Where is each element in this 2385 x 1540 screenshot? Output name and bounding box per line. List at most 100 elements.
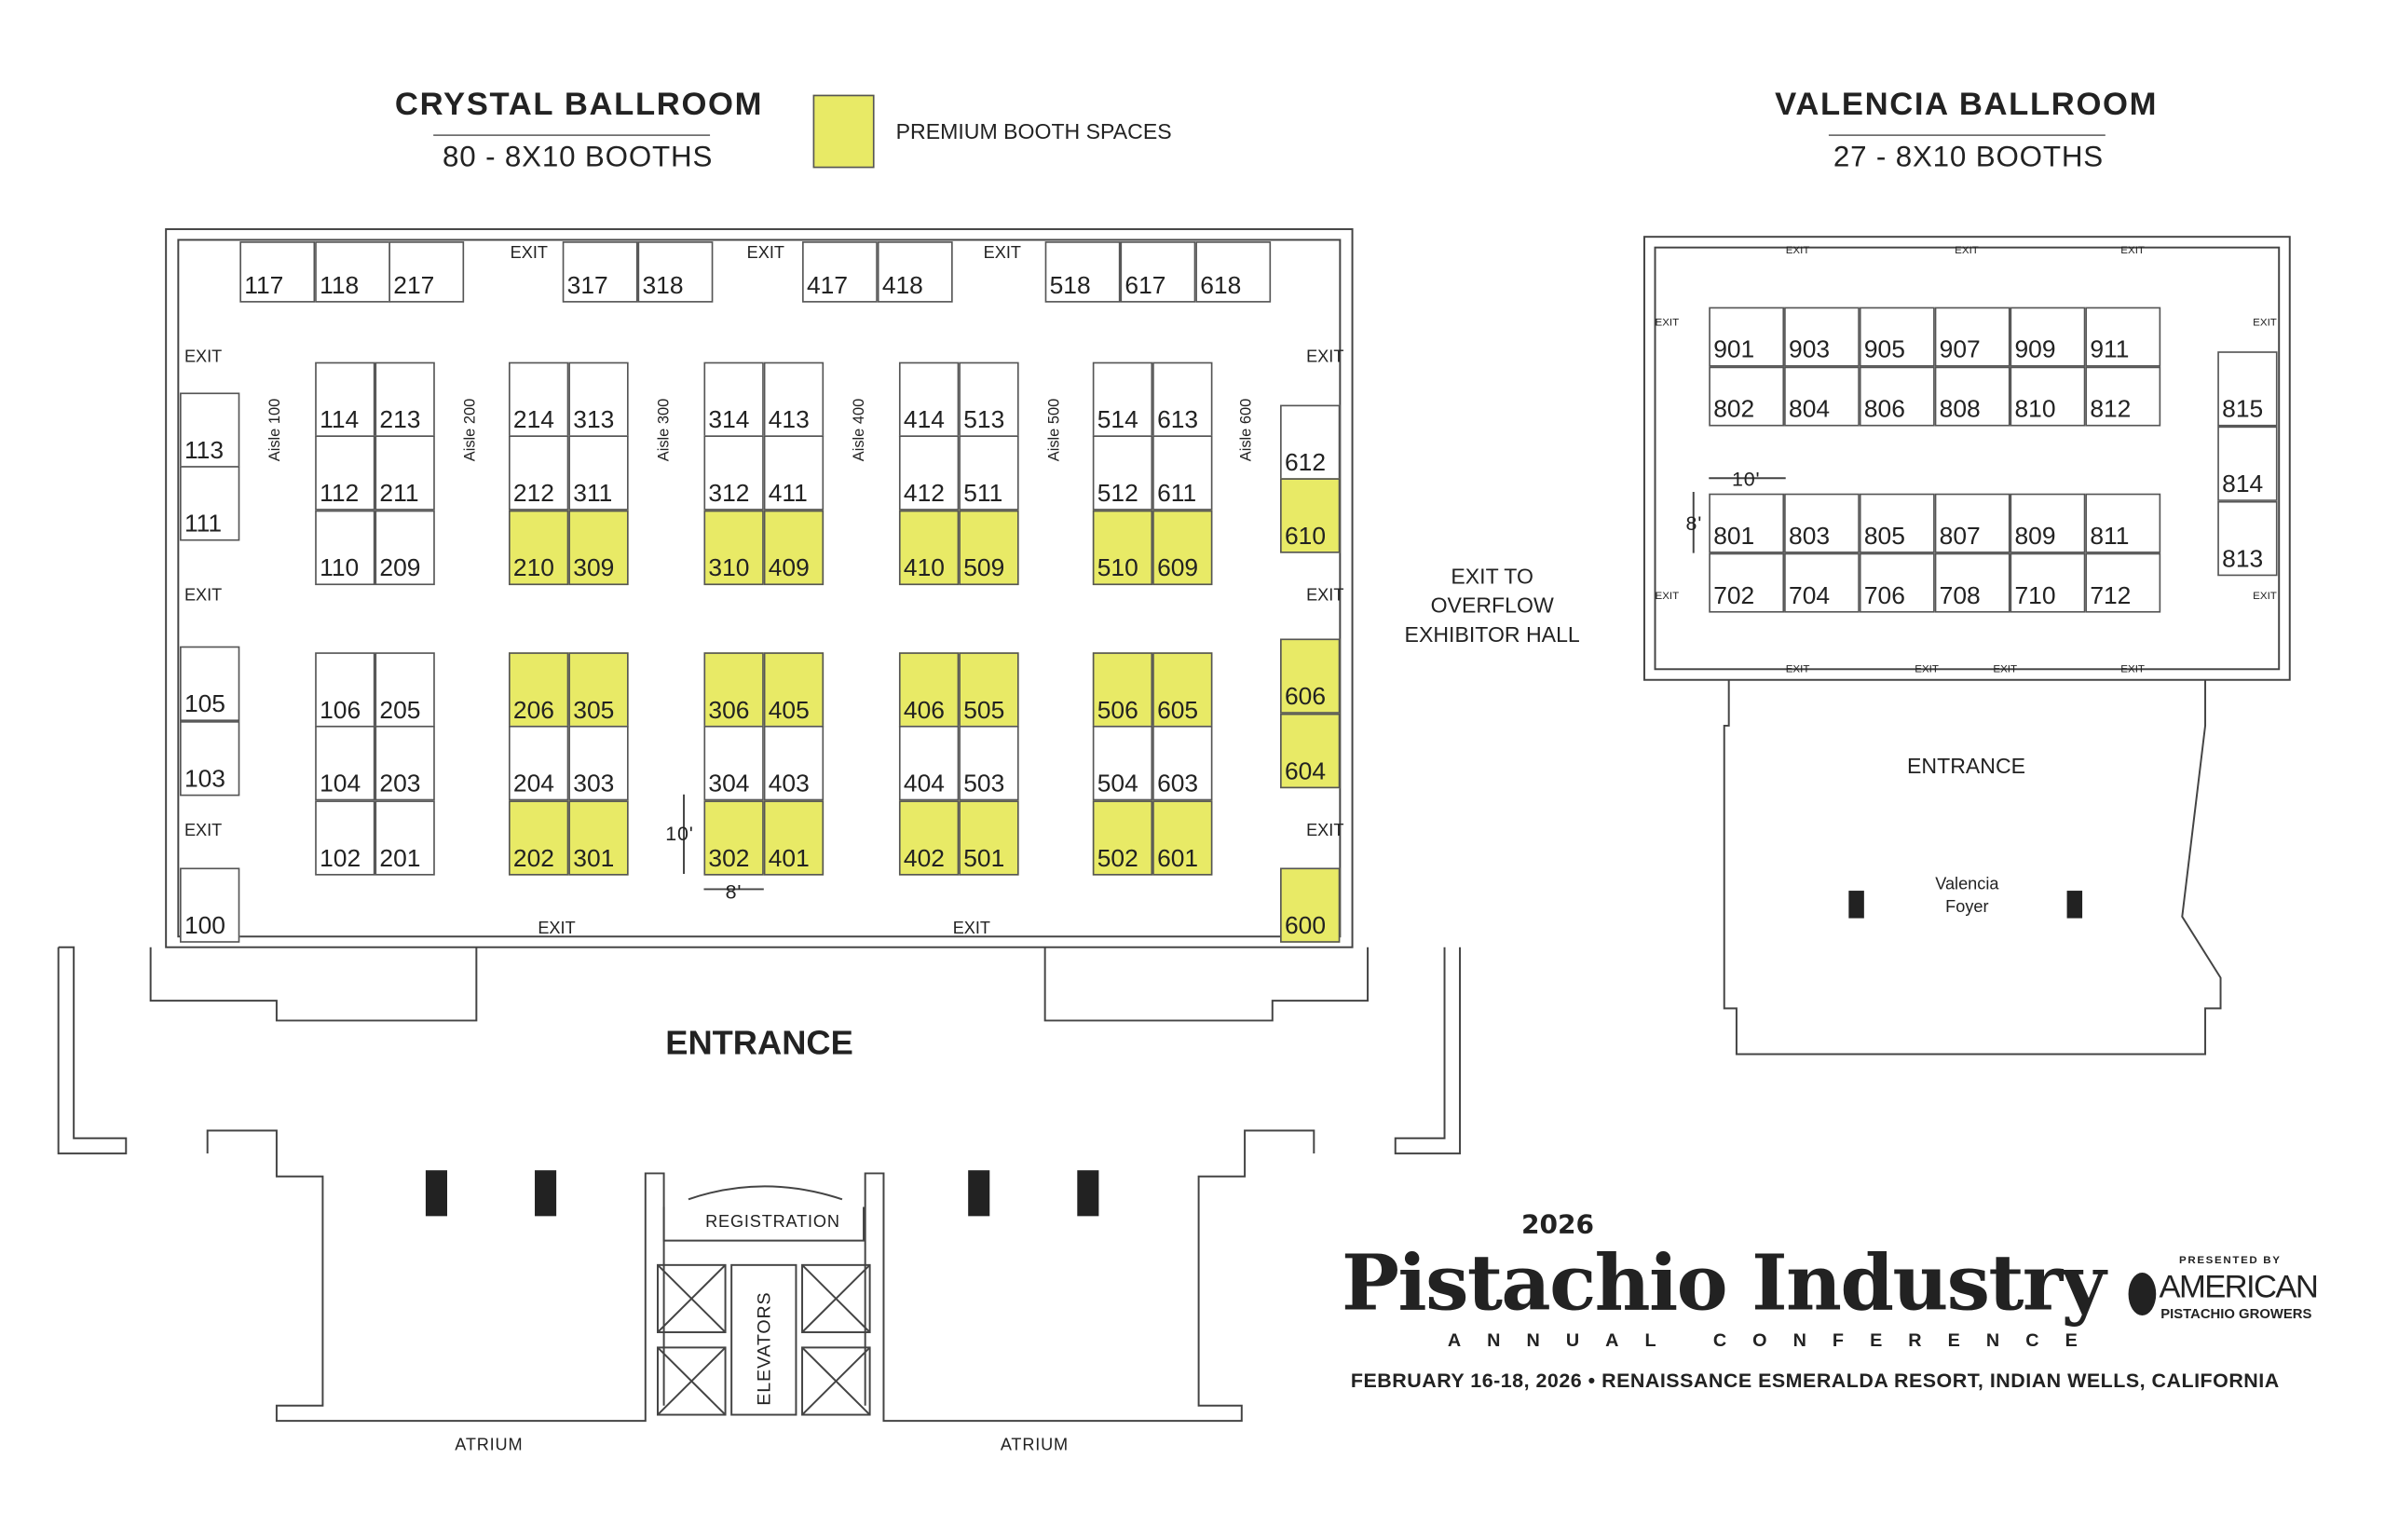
booth-801[interactable]: 801 bbox=[1709, 493, 1785, 553]
booth-309[interactable]: 309 bbox=[568, 510, 629, 586]
booth-600[interactable]: 600 bbox=[1280, 867, 1341, 943]
booth-618[interactable]: 618 bbox=[1195, 241, 1272, 303]
booth-601[interactable]: 601 bbox=[1152, 800, 1213, 876]
booth-502[interactable]: 502 bbox=[1092, 800, 1153, 876]
booth-113[interactable]: 113 bbox=[179, 392, 240, 468]
booth-706[interactable]: 706 bbox=[1859, 552, 1935, 613]
booth-118[interactable]: 118 bbox=[315, 241, 390, 303]
booth-305[interactable]: 305 bbox=[568, 652, 629, 728]
booth-604[interactable]: 604 bbox=[1280, 713, 1341, 789]
booth-213[interactable]: 213 bbox=[375, 361, 435, 438]
booth-209[interactable]: 209 bbox=[375, 510, 435, 586]
booth-710[interactable]: 710 bbox=[2010, 552, 2086, 613]
booth-509[interactable]: 509 bbox=[959, 510, 1019, 586]
booth-702[interactable]: 702 bbox=[1709, 552, 1785, 613]
booth-310[interactable]: 310 bbox=[703, 510, 764, 586]
booth-313[interactable]: 313 bbox=[568, 361, 629, 438]
booth-510[interactable]: 510 bbox=[1092, 510, 1153, 586]
booth-609[interactable]: 609 bbox=[1152, 510, 1213, 586]
booth-318[interactable]: 318 bbox=[637, 241, 714, 303]
booth-411[interactable]: 411 bbox=[763, 435, 825, 511]
booth-617[interactable]: 617 bbox=[1120, 241, 1196, 303]
booth-410[interactable]: 410 bbox=[898, 510, 960, 586]
booth-803[interactable]: 803 bbox=[1784, 493, 1860, 553]
booth-303[interactable]: 303 bbox=[568, 725, 629, 801]
booth-501[interactable]: 501 bbox=[959, 800, 1019, 876]
booth-205[interactable]: 205 bbox=[375, 652, 435, 728]
booth-312[interactable]: 312 bbox=[703, 435, 764, 511]
booth-210[interactable]: 210 bbox=[508, 510, 569, 586]
booth-806[interactable]: 806 bbox=[1859, 366, 1935, 427]
booth-401[interactable]: 401 bbox=[763, 800, 825, 876]
booth-606[interactable]: 606 bbox=[1280, 638, 1341, 714]
booth-909[interactable]: 909 bbox=[2010, 307, 2086, 367]
booth-503[interactable]: 503 bbox=[959, 725, 1019, 801]
booth-301[interactable]: 301 bbox=[568, 800, 629, 876]
booth-505[interactable]: 505 bbox=[959, 652, 1019, 728]
booth-804[interactable]: 804 bbox=[1784, 366, 1860, 427]
booth-417[interactable]: 417 bbox=[802, 241, 878, 303]
booth-512[interactable]: 512 bbox=[1092, 435, 1153, 511]
booth-418[interactable]: 418 bbox=[877, 241, 953, 303]
booth-405[interactable]: 405 bbox=[763, 652, 825, 728]
booth-907[interactable]: 907 bbox=[1934, 307, 2010, 367]
booth-103[interactable]: 103 bbox=[179, 721, 240, 797]
booth-513[interactable]: 513 bbox=[959, 361, 1019, 438]
booth-203[interactable]: 203 bbox=[375, 725, 435, 801]
booth-117[interactable]: 117 bbox=[239, 241, 316, 303]
booth-901[interactable]: 901 bbox=[1709, 307, 1785, 367]
booth-317[interactable]: 317 bbox=[562, 241, 638, 303]
booth-111[interactable]: 111 bbox=[179, 466, 240, 541]
booth-504[interactable]: 504 bbox=[1092, 725, 1153, 801]
booth-403[interactable]: 403 bbox=[763, 725, 825, 801]
booth-811[interactable]: 811 bbox=[2085, 493, 2161, 553]
booth-611[interactable]: 611 bbox=[1152, 435, 1213, 511]
booth-106[interactable]: 106 bbox=[315, 652, 375, 728]
booth-201[interactable]: 201 bbox=[375, 800, 435, 876]
booth-214[interactable]: 214 bbox=[508, 361, 569, 438]
booth-605[interactable]: 605 bbox=[1152, 652, 1213, 728]
booth-404[interactable]: 404 bbox=[898, 725, 960, 801]
booth-610[interactable]: 610 bbox=[1280, 478, 1341, 553]
booth-807[interactable]: 807 bbox=[1934, 493, 2010, 553]
booth-204[interactable]: 204 bbox=[508, 725, 569, 801]
booth-506[interactable]: 506 bbox=[1092, 652, 1153, 728]
booth-110[interactable]: 110 bbox=[315, 510, 375, 586]
booth-102[interactable]: 102 bbox=[315, 800, 375, 876]
booth-206[interactable]: 206 bbox=[508, 652, 569, 728]
booth-217[interactable]: 217 bbox=[388, 241, 465, 303]
booth-304[interactable]: 304 bbox=[703, 725, 764, 801]
booth-402[interactable]: 402 bbox=[898, 800, 960, 876]
booth-212[interactable]: 212 bbox=[508, 435, 569, 511]
booth-114[interactable]: 114 bbox=[315, 361, 375, 438]
booth-302[interactable]: 302 bbox=[703, 800, 764, 876]
booth-813[interactable]: 813 bbox=[2217, 500, 2278, 577]
booth-112[interactable]: 112 bbox=[315, 435, 375, 511]
booth-412[interactable]: 412 bbox=[898, 435, 960, 511]
booth-905[interactable]: 905 bbox=[1859, 307, 1935, 367]
booth-815[interactable]: 815 bbox=[2217, 351, 2278, 427]
booth-311[interactable]: 311 bbox=[568, 435, 629, 511]
booth-518[interactable]: 518 bbox=[1044, 241, 1121, 303]
booth-704[interactable]: 704 bbox=[1784, 552, 1860, 613]
booth-812[interactable]: 812 bbox=[2085, 366, 2161, 427]
booth-306[interactable]: 306 bbox=[703, 652, 764, 728]
booth-805[interactable]: 805 bbox=[1859, 493, 1935, 553]
booth-809[interactable]: 809 bbox=[2010, 493, 2086, 553]
booth-406[interactable]: 406 bbox=[898, 652, 960, 728]
booth-708[interactable]: 708 bbox=[1934, 552, 2010, 613]
booth-409[interactable]: 409 bbox=[763, 510, 825, 586]
booth-105[interactable]: 105 bbox=[179, 646, 240, 722]
booth-802[interactable]: 802 bbox=[1709, 366, 1785, 427]
booth-603[interactable]: 603 bbox=[1152, 725, 1213, 801]
booth-414[interactable]: 414 bbox=[898, 361, 960, 438]
booth-100[interactable]: 100 bbox=[179, 867, 240, 943]
booth-712[interactable]: 712 bbox=[2085, 552, 2161, 613]
booth-911[interactable]: 911 bbox=[2085, 307, 2161, 367]
booth-612[interactable]: 612 bbox=[1280, 404, 1341, 480]
booth-211[interactable]: 211 bbox=[375, 435, 435, 511]
booth-903[interactable]: 903 bbox=[1784, 307, 1860, 367]
booth-413[interactable]: 413 bbox=[763, 361, 825, 438]
booth-104[interactable]: 104 bbox=[315, 725, 375, 801]
booth-514[interactable]: 514 bbox=[1092, 361, 1153, 438]
